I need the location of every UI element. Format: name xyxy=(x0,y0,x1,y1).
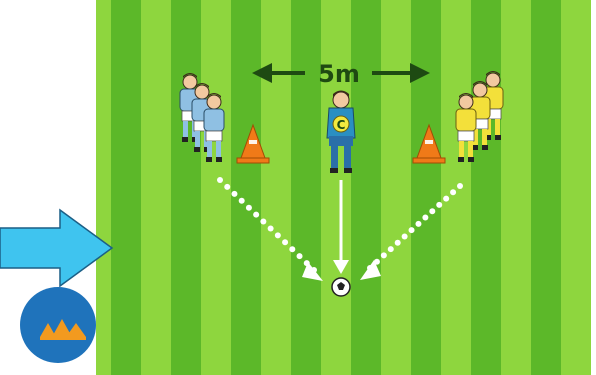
path-dot xyxy=(297,253,303,259)
soccer-ball xyxy=(332,278,350,296)
pitch-stripe xyxy=(231,0,261,375)
pitch-stripe xyxy=(351,0,381,375)
path-dot xyxy=(239,198,245,204)
path-dot xyxy=(436,202,442,208)
path-dot xyxy=(253,212,259,218)
pitch-stripe xyxy=(291,0,321,375)
path-dot xyxy=(415,221,421,227)
path-dot xyxy=(429,208,435,214)
path-dot xyxy=(395,240,401,246)
path-dot xyxy=(268,225,274,231)
path-dot xyxy=(388,246,394,252)
pitch-stripe xyxy=(171,0,201,375)
path-dot xyxy=(457,183,463,189)
blue-arrow-icon xyxy=(0,210,112,286)
pitch-stripe xyxy=(531,0,561,375)
path-dot xyxy=(260,219,266,225)
cone-group-logo-icon xyxy=(20,287,96,363)
path-dot xyxy=(217,177,223,183)
path-dot xyxy=(443,196,449,202)
pitch-stripe xyxy=(411,0,441,375)
coach-badge-letter: C xyxy=(337,118,346,132)
path-dot xyxy=(402,233,408,239)
path-dot xyxy=(282,239,288,245)
path-dot xyxy=(224,184,230,190)
path-dot xyxy=(246,205,252,211)
path-dot xyxy=(409,227,415,233)
distance-label: 5m xyxy=(318,60,360,88)
path-dot xyxy=(275,232,281,238)
pitch-stripe xyxy=(471,0,501,375)
pitch xyxy=(96,0,591,375)
pitch-stripe xyxy=(111,0,141,375)
path-dot xyxy=(289,246,295,252)
path-dot xyxy=(450,189,456,195)
path-dot xyxy=(381,252,387,258)
path-dot xyxy=(231,191,237,197)
path-dot xyxy=(422,215,428,221)
